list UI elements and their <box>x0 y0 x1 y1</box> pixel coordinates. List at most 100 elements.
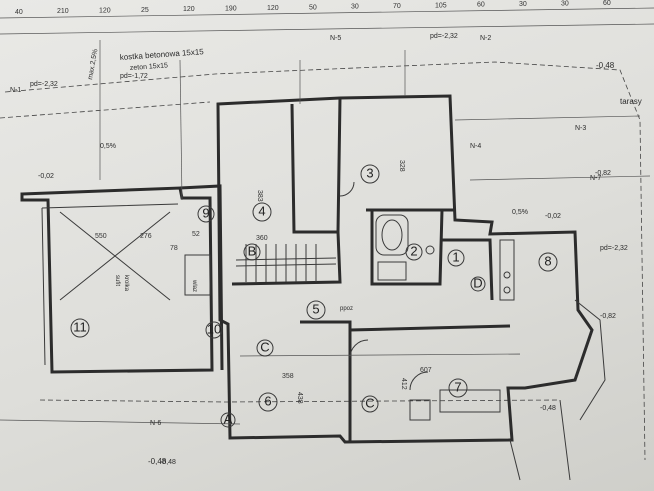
room-9-label: 9 <box>202 205 209 220</box>
room-markers: 11 9 10 4 3 2 1 8 5 6 7 B C C D <box>70 164 558 413</box>
top-dim-12: 30 <box>519 1 527 8</box>
top-dim-8: 30 <box>351 4 359 11</box>
top-dim-0: 40 <box>15 9 23 16</box>
main-building-walls <box>216 94 594 444</box>
stairs <box>235 244 337 282</box>
room-C2-label: C <box>365 395 374 410</box>
r11-height: 276 <box>140 233 152 240</box>
level-1: pd=-2,32 <box>30 81 58 88</box>
room-2-walls <box>370 209 444 286</box>
room-11-label: 11 <box>73 319 87 334</box>
room-1-label: 1 <box>452 249 459 264</box>
room-4-walls <box>290 97 342 234</box>
door-swing <box>409 371 429 391</box>
top-dim-1: 210 <box>57 8 69 15</box>
r6-width: 358 <box>282 373 294 380</box>
axis-marker <box>220 412 236 428</box>
top-dim-14: 60 <box>603 0 611 7</box>
bottom-left-level: -0,48 <box>148 457 167 466</box>
room-dimensions: 550 276 360 383 328 358 438 607 412 52 7… <box>95 160 432 404</box>
r4-width: 360 <box>256 235 268 242</box>
label-wlaz: wlaz <box>191 279 197 292</box>
room-3-label: 3 <box>366 165 373 180</box>
room-6-label: 6 <box>264 393 271 408</box>
room-9-walls <box>179 184 224 371</box>
axis-label: A <box>224 411 233 426</box>
r9-width: 52 <box>192 231 200 238</box>
room-11-inner <box>41 203 179 366</box>
stair-lift <box>184 254 211 296</box>
room-B-label: B <box>248 243 257 258</box>
top-dimension-line-2 <box>0 23 654 35</box>
section-N-7: N-7 <box>590 175 601 182</box>
toilet <box>425 245 435 255</box>
terrace-paving-sub: zeton 15x15 <box>130 62 169 72</box>
room-C-label: C <box>260 339 269 354</box>
section-N-3: N-3 <box>575 125 586 132</box>
dim-horiz-4 <box>0 419 241 425</box>
room-7-top-wall <box>349 324 511 332</box>
r3-height: 328 <box>398 160 405 172</box>
label-sufit: sufit <box>114 275 120 286</box>
room-D-label: D <box>473 275 482 290</box>
dim-vert-2 <box>179 59 183 201</box>
terrace-label: tarasy <box>620 97 642 106</box>
room-11-walls <box>20 186 214 374</box>
r6-height: 438 <box>296 392 303 404</box>
section-N-4: N-4 <box>470 143 481 150</box>
r11-width: 550 <box>95 233 107 240</box>
room-11-ceiling-cross <box>59 211 171 301</box>
dim-horiz-2 <box>469 175 651 181</box>
top-dim-7: 50 <box>309 4 317 11</box>
shower <box>377 261 407 281</box>
door-swing-3 <box>339 181 355 197</box>
level-3: pd=-2,32 <box>430 33 458 40</box>
label-krolka: krolka <box>123 275 129 292</box>
armchair <box>409 399 431 421</box>
terrace-lines <box>509 399 571 481</box>
slope-b: 0,5% <box>512 209 528 216</box>
level-5: pd=-2,32 <box>600 245 628 252</box>
bathtub-inner <box>381 219 403 251</box>
level-9: -0,02 <box>38 173 54 180</box>
bathtub <box>375 214 409 256</box>
label-ppoz: ppoz <box>340 306 353 312</box>
top-dim-13: 30 <box>561 0 569 7</box>
terrace-edge <box>0 101 211 119</box>
top-dimension-line <box>0 7 654 19</box>
room-1-walls <box>442 238 494 301</box>
top-dim-3: 25 <box>141 7 149 14</box>
level-10: -0,02 <box>545 213 561 220</box>
kitchen-counter <box>499 239 515 301</box>
top-dim-5: 190 <box>225 6 237 13</box>
level-8: -0,48 <box>160 459 176 466</box>
top-dim-4: 120 <box>183 6 195 13</box>
r7-width: 607 <box>420 367 432 374</box>
top-dim-9: 70 <box>393 3 401 10</box>
door-swing-2 <box>349 339 369 359</box>
room-7-label: 7 <box>454 379 461 394</box>
top-right-level: -0,48 <box>596 61 615 70</box>
top-dim-2: 120 <box>99 7 111 14</box>
foundation-outline <box>39 399 561 403</box>
hob-burner-2 <box>503 286 511 294</box>
room-10-label: 10 <box>207 321 221 336</box>
room-6-walls <box>300 320 352 442</box>
corridor-walls <box>231 231 342 286</box>
r4-height: 383 <box>256 190 263 202</box>
hob-burner <box>503 271 511 279</box>
terrace-outline <box>4 61 646 461</box>
section-N-1: N-1 <box>10 87 21 94</box>
dim-horiz-3 <box>239 353 521 357</box>
top-dim-11: 60 <box>477 2 485 9</box>
level-6: -0,82 <box>600 313 616 320</box>
section-N-5: N-5 <box>330 35 341 42</box>
top-dim-10: 105 <box>435 2 447 9</box>
room-8-label: 8 <box>544 253 551 268</box>
sofa <box>439 389 501 413</box>
r9-height: 78 <box>170 245 178 252</box>
level-2: pd=-1,72 <box>120 73 148 80</box>
